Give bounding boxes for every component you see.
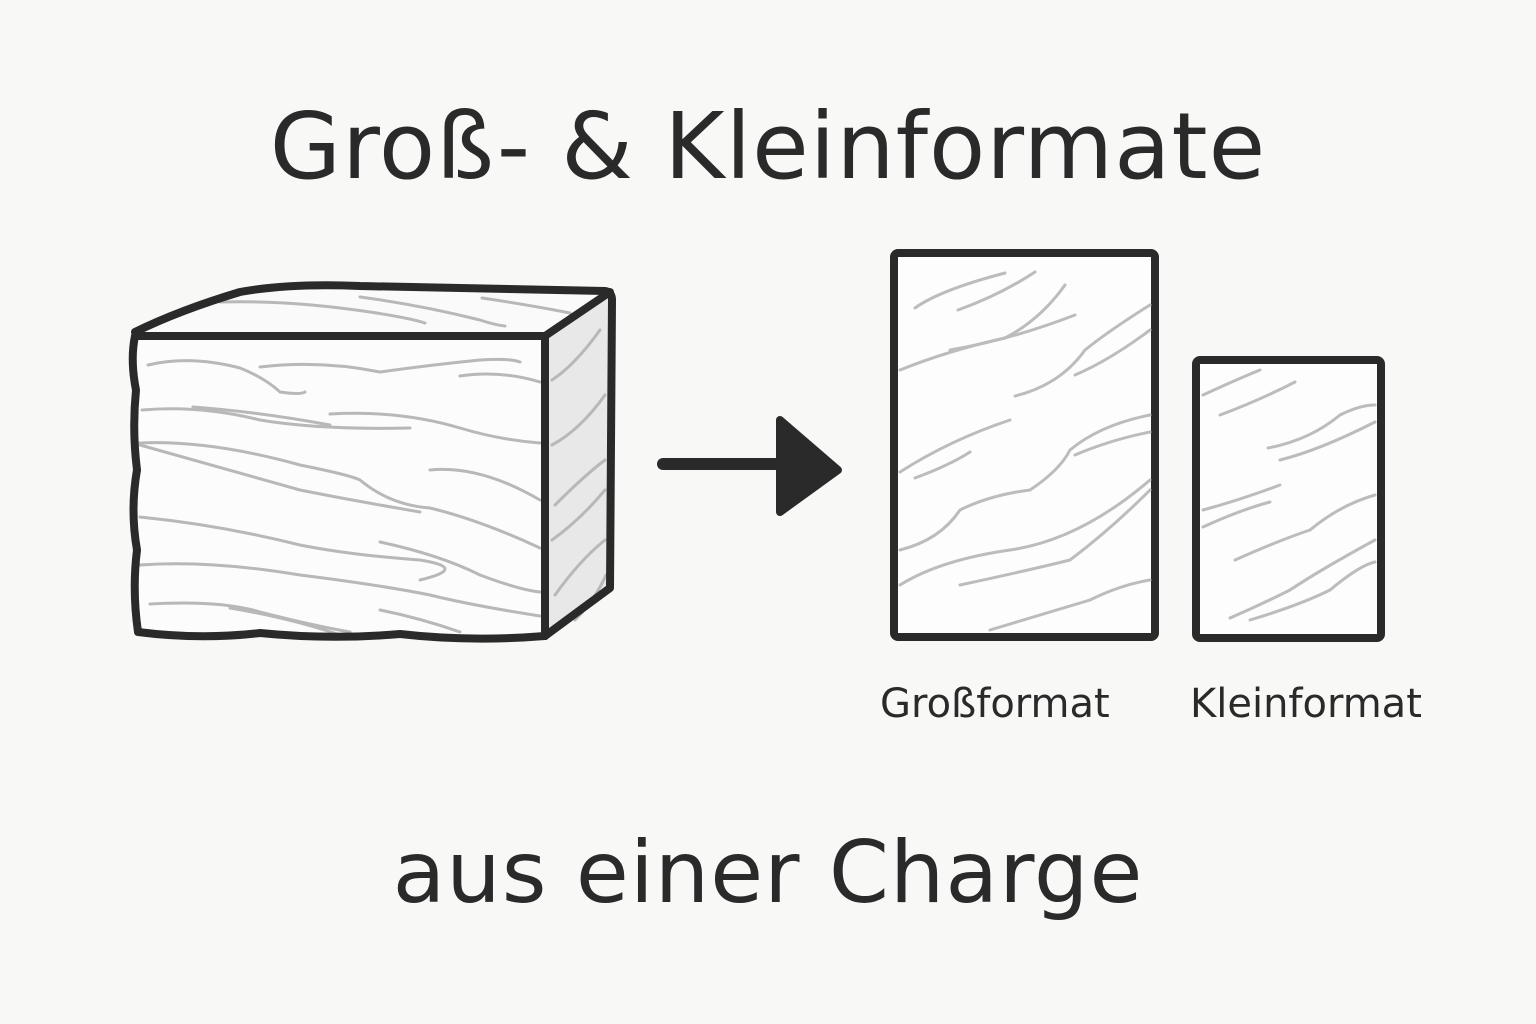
- large-slab-icon: [890, 249, 1159, 641]
- stone-block-icon: [128, 281, 616, 643]
- small-slab-icon: [1192, 356, 1385, 642]
- subtitle: aus einer Charge: [392, 823, 1144, 923]
- small-format-label: Kleinformat: [1190, 681, 1422, 727]
- arrow-right-icon: [657, 416, 842, 516]
- large-format-label: Großformat: [880, 681, 1110, 727]
- page-title: Groß- & Kleinformate: [269, 93, 1267, 200]
